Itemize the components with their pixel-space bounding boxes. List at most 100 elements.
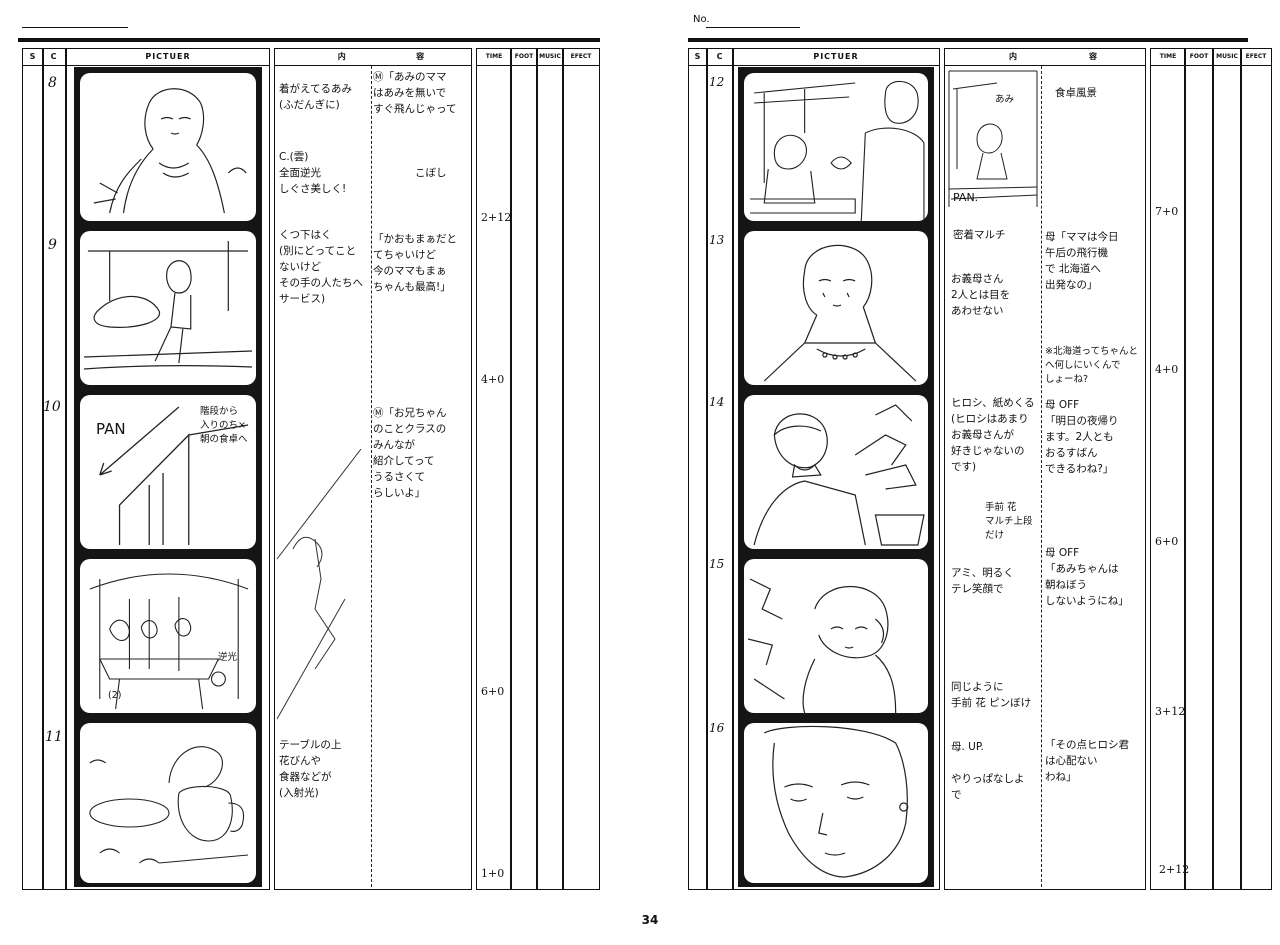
column-c: C 12 13 14 15 16 [706, 48, 734, 890]
time-value: 2+12 [1159, 863, 1190, 876]
time-value: 6+0 [1155, 535, 1179, 548]
header-effect: EFECT [563, 49, 599, 66]
header-foot: FOOT [1185, 49, 1213, 66]
panel-mark: (2) [108, 690, 122, 701]
header-bar [688, 38, 1248, 42]
scene-number: 14 [709, 395, 725, 409]
storyboard-panel: 逆光 (2) [80, 559, 256, 713]
dialogue-line: Ⓜ「あみのママ はあみを無いで すぐ飛んじゃって [373, 71, 457, 115]
time-value: 2+12 [481, 211, 512, 224]
action-note: 手前 花 マルチ上段 だけ [985, 502, 1033, 541]
header-music: MUSIC [1213, 49, 1241, 66]
action-note: ヒロシ、紙めくる (ヒロシはあまり お義母さんが 好きじゃないの です) [951, 397, 1035, 473]
column-picture: PICTUER [732, 48, 940, 890]
scene-number: 10 [43, 399, 61, 415]
action-note: 母. UP. やりっぱなしよ で [951, 741, 1025, 801]
storyboard-panel [744, 231, 928, 385]
overflow-sketch [276, 449, 362, 720]
column-effect: EFECT [1240, 48, 1272, 890]
action-note: テーブルの上 花びんや 食器などが (入射光) [279, 739, 342, 799]
header-time: TIME [1151, 49, 1185, 66]
storyboard-sheet-left: S C 8 9 10 11 PICTUER [18, 0, 618, 900]
header-content-2: 容 [416, 52, 426, 61]
action-note: 密着マルチ [953, 229, 1006, 241]
storyboard-panel [744, 395, 928, 549]
header-c: C [43, 49, 65, 66]
header-content: 内 容 [275, 49, 471, 66]
header-effect: EFECT [1241, 49, 1271, 66]
time-value: 4+0 [481, 373, 505, 386]
panel-note: 逆光 [218, 652, 238, 663]
column-time: TIME 7+0 4+0 6+0 3+12 2+12 [1150, 48, 1190, 890]
scene-number: 11 [45, 729, 63, 745]
header-content-1: 内 [337, 52, 347, 61]
film-strip: PAN 階段から 入りのち× 朝の食卓へ 逆光 [74, 67, 262, 887]
column-s: S [688, 48, 708, 890]
scene-number: 9 [48, 237, 57, 253]
storyboard-panel [80, 73, 256, 221]
scene-number: 16 [709, 721, 725, 735]
storyboard-panel [744, 559, 928, 713]
header-foot: FOOT [511, 49, 537, 66]
column-foot: FOOT [1184, 48, 1214, 890]
page-number: 34 [641, 913, 659, 927]
action-note: アミ、明るく テレ笑顔で [951, 567, 1014, 595]
action-note: 同じように 手前 花 ピンぼけ [951, 681, 1032, 709]
time-value: 3+12 [1155, 705, 1186, 718]
column-effect: EFECT [562, 48, 600, 890]
sketch-label: あみ [995, 94, 1015, 105]
column-picture: PICTUER [66, 48, 270, 890]
action-note: 食卓風景 [1055, 87, 1097, 99]
dialogue-line: Ⓜ「お兄ちゃん のことクラスの みんなが 紹介してって うるさくて らしいよ」 [373, 407, 447, 499]
column-time: TIME 2+12 4+0 6+0 1+0 [476, 48, 512, 890]
header-bar [18, 38, 600, 42]
storyboard-panel [80, 723, 256, 883]
dialogue-line: 「かおもまぁだと てちゃいけど 今のママもまぁ ちゃんも最高!」 [373, 233, 457, 293]
scene-number: 15 [709, 557, 725, 571]
continuity-sketch [948, 70, 1038, 207]
dialogue-line: 母 OFF 「あみちゃんは 朝ねぼう しないようにね」 [1045, 547, 1129, 607]
column-s: S [22, 48, 44, 890]
column-foot: FOOT [510, 48, 538, 890]
dialogue-line: 母 OFF 「明日の夜帰り ます。2人とも おるすばん できるわね?」 [1045, 399, 1119, 475]
film-strip [738, 67, 934, 887]
number-line [706, 27, 800, 28]
storyboard-panel [744, 723, 928, 883]
action-note: C.(雲) 全面逆光 しぐさ美しく! [279, 151, 347, 195]
camera-direction: PAN. [953, 191, 979, 204]
panel-note: 階段から 入りのち× 朝の食卓へ [200, 406, 248, 445]
camera-direction: PAN [96, 420, 126, 438]
time-value: 1+0 [481, 867, 505, 880]
time-value: 4+0 [1155, 363, 1179, 376]
sheet-number-label: No. [693, 14, 710, 25]
header-s: S [23, 49, 43, 66]
scene-number: 12 [709, 75, 725, 89]
dialogue-line: 「その点ヒロシ君 は心配ない わね」 [1045, 739, 1129, 783]
column-music: MUSIC [1212, 48, 1242, 890]
column-c: C 8 9 10 11 [42, 48, 66, 890]
header-c: C [707, 49, 733, 66]
time-value: 7+0 [1155, 205, 1179, 218]
header-s: S [689, 49, 707, 66]
scene-number: 13 [709, 233, 725, 247]
header-content: 内 容 [945, 49, 1145, 66]
dialogue-line: ※北海道ってちゃんと へ何しにいくんで しょーね? [1045, 346, 1138, 385]
header-time: TIME [477, 49, 511, 66]
header-content-2: 容 [1089, 52, 1098, 61]
dialogue-line: 母「ママは今日 午后の飛行機 で 北海道へ 出発なの」 [1045, 231, 1119, 291]
dialogue-divider [371, 66, 372, 887]
storyboard-panel [80, 231, 256, 385]
column-music: MUSIC [536, 48, 564, 890]
header-music: MUSIC [537, 49, 563, 66]
dialogue-divider [1041, 66, 1042, 887]
header-content-1: 内 [1009, 52, 1018, 61]
action-note: くつ下はく (別にどってこと ないけど その手の人たちへ サービス) [279, 229, 363, 305]
header-picture: PICTUER [733, 49, 939, 66]
number-line [22, 27, 128, 28]
storyboard-panel [744, 73, 928, 221]
header-picture: PICTUER [67, 49, 269, 66]
scene-number: 8 [48, 75, 57, 91]
storyboard-sheet-right: No. S C 12 13 14 15 16 PICTUER [688, 0, 1280, 900]
column-content: 内 容 着がえてるあみ (ふだんぎに) C.(雲) 全面逆光 しぐさ美しく! く… [274, 48, 472, 890]
action-note: 着がえてるあみ (ふだんぎに) [279, 83, 352, 111]
